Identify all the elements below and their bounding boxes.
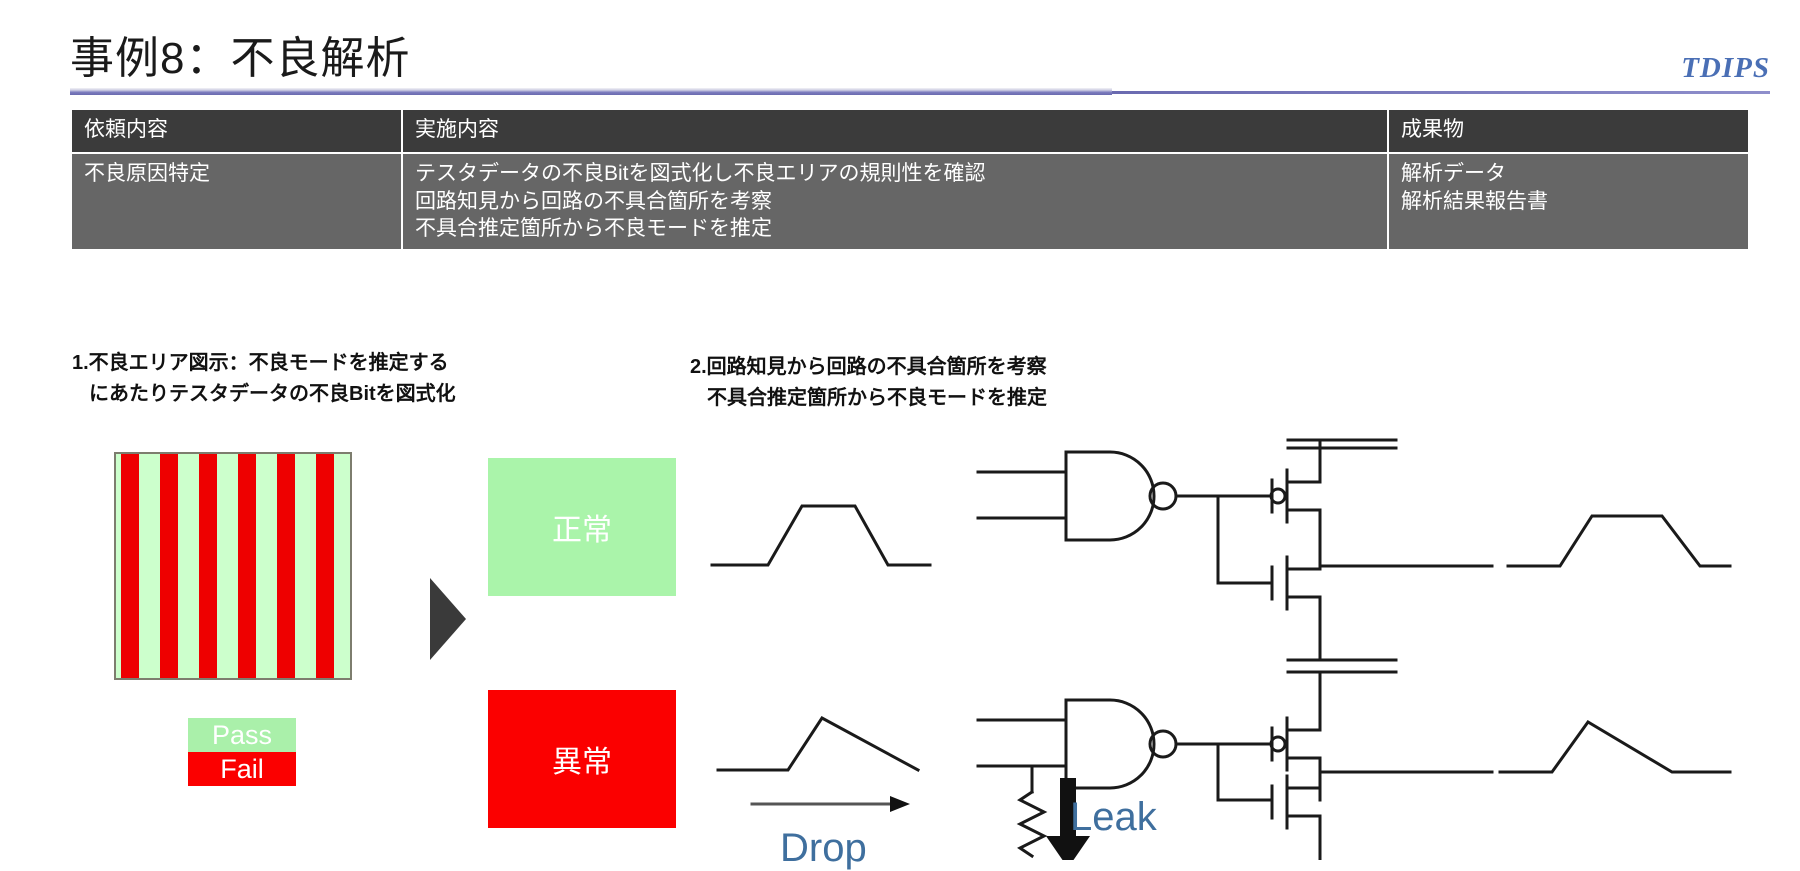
spec-table: 依頼内容 実施内容 成果物 不良原因特定 テスタデータの不良Bitを図式化し不良… [70,108,1750,252]
work-line-2: 回路知見から回路の不具合箇所を考察 [415,189,772,213]
fail-bitmap [114,452,352,680]
deliverable-line-2: 解析結果報告書 [1401,189,1548,213]
resistor-leak-icon [1016,789,1048,859]
bitmap-fail-stripe [199,454,218,678]
bitmap-fail-stripe [238,454,257,678]
cell-request: 不良原因特定 [70,151,403,252]
section-2-heading: 2.回路知見から回路の不具合箇所を考察 不具合推定箇所から不良モードを推定 [690,352,1047,414]
flow-arrow-icon [430,578,466,660]
waveform-normal-input [710,504,932,567]
state-box-normal: 正常 [488,458,676,596]
brand-logo: TDIPS [1681,52,1770,84]
waveform-abnormal-input [716,716,921,773]
bitmap-fail-stripe [316,454,335,678]
drop-label: Drop [780,826,867,870]
table-header-work: 実施内容 [401,108,1389,154]
nmos-transistor-top [1270,555,1322,662]
pmos-transistor-top [1269,446,1322,568]
table-header-deliverable: 成果物 [1387,108,1750,154]
legend-fail: Fail [188,752,296,786]
title-divider [70,88,1112,95]
table-row: 不良原因特定 テスタデータの不良Bitを図式化し不良エリアの規則性を確認 回路知… [70,151,1750,252]
nand-gate-top [1064,450,1156,542]
waveform-abnormal-output [1498,720,1732,774]
nmos-transistor-bottom [1270,774,1322,860]
section-1-heading: 1.不良エリア図示：不良モードを推定する にあたりテスタデータの不良Bitを図式… [72,348,456,410]
bitmap-fail-stripe [277,454,296,678]
legend-pass: Pass [188,718,296,752]
deliverable-line-1: 解析データ [1401,162,1506,185]
table-header-row: 依頼内容 実施内容 成果物 [70,108,1750,154]
section-2-line-2: 不具合推定箇所から不良モードを推定 [707,387,1047,409]
waveform-normal-output [1506,514,1732,568]
table-header-request: 依頼内容 [70,108,403,154]
nand-bubble-bottom [1148,729,1178,759]
work-line-1: テスタデータの不良Bitを図式化し不良エリアの規則性を確認 [415,162,986,185]
drop-arrow-icon [750,796,910,812]
leak-label: Leak [1070,795,1157,839]
nand-bubble-top [1148,481,1178,511]
section-1-line-2: にあたりテスタデータの不良Bitを図式化 [89,383,456,405]
bitmap-fail-stripe [121,454,140,678]
nand-gate-bottom [1064,698,1156,790]
brand-divider [1112,91,1770,94]
pmos-transistor-bottom [1269,698,1322,802]
page-title: 事例8：不良解析 [70,34,411,83]
bitmap-fail-stripe [160,454,179,678]
section-1-line-1: 1.不良エリア図示：不良モードを推定する [72,352,449,374]
bitmap-legend: Pass Fail [188,718,296,786]
work-line-3: 不具合推定箇所から不良モードを推定 [415,217,772,241]
state-box-abnormal: 異常 [488,690,676,828]
cell-work: テスタデータの不良Bitを図式化し不良エリアの規則性を確認 回路知見から回路の不… [401,151,1389,252]
bitmap-stripes [116,454,350,678]
request-line-1: 不良原因特定 [84,162,210,185]
section-2-line-1: 2.回路知見から回路の不具合箇所を考察 [690,356,1047,378]
cell-deliverable: 解析データ 解析結果報告書 [1387,151,1750,252]
